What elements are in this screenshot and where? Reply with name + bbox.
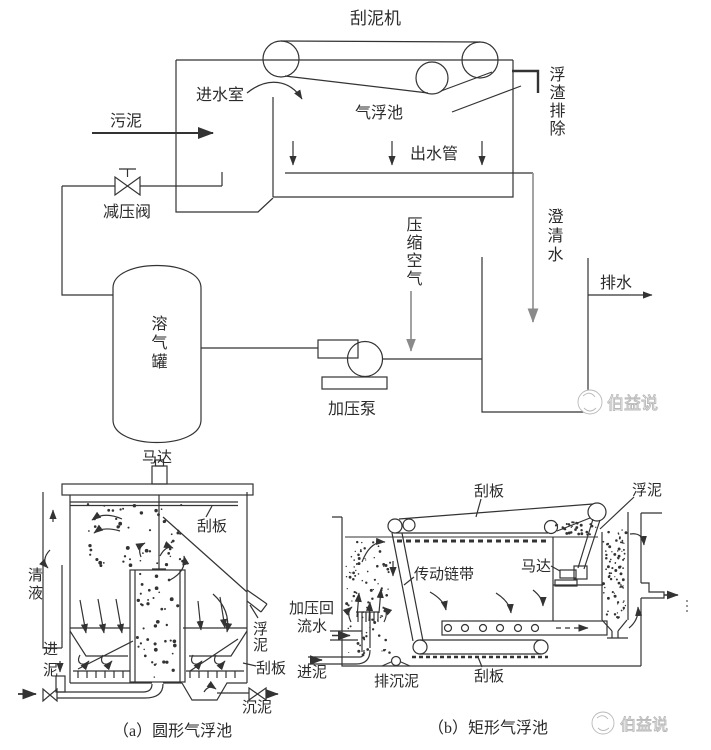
label-flotation-tank: 气浮池: [355, 104, 403, 122]
label-a-settled-sludge: 沉泥: [242, 699, 272, 716]
caption-rectangular-tank: （b）矩形气浮池: [428, 719, 548, 737]
label-pressure-reducing-valve: 减压阀: [103, 203, 151, 221]
watermark-brand-text: 伯益说: [620, 716, 668, 734]
label-a-bottom-scraper: 刮板: [256, 659, 286, 677]
dissolved-air-tank-shape: [112, 265, 202, 443]
label-clarified-water: 澄清水: [545, 208, 564, 265]
tank-b-inlet-stipple: [345, 540, 392, 657]
watermark-brand-text: 伯益说: [607, 394, 658, 413]
label-b-top-scraper: 刮板: [474, 482, 504, 500]
tank-b-surface-stipple: [554, 521, 597, 536]
inlet-chamber-flow-arrow: [246, 81, 303, 100]
watermark-middle: 伯益说: [577, 389, 658, 415]
tank-a-flow-arrows: [18, 509, 279, 700]
tank-b-scum-column-stipple: [602, 529, 628, 619]
tank-a-column-bubbles: [135, 572, 180, 678]
label-scraper-machine: 刮泥机: [350, 9, 401, 28]
label-sludge: 污泥: [110, 112, 142, 130]
tank-b-label-pointers: [403, 496, 635, 668]
tank-b-structure: [308, 502, 665, 667]
tank-a-bubble-spray: [86, 503, 184, 568]
label-inlet-chamber: 进水室: [196, 86, 244, 104]
label-b-settled-sludge-drain: 排沉泥: [374, 673, 419, 690]
label-compressed-air: 压缩空气: [404, 216, 423, 288]
recycle-pipe: [61, 186, 113, 296]
pressure-pump-symbol: [201, 339, 482, 390]
watermark-bottom: 伯益说: [591, 711, 668, 735]
label-drainage: 排水: [600, 274, 632, 292]
clarified-water-tank: [481, 257, 589, 413]
settling-arrows: [289, 141, 486, 166]
tank-a-valves: [42, 686, 267, 703]
tank-b-flow-arrows: [310, 533, 679, 665]
label-b-pressurized-return-2: 流水: [297, 618, 327, 635]
label-a-top-scraper: 刮板: [197, 517, 227, 535]
label-scum-removal: 浮渣排除: [547, 66, 566, 138]
label-b-sludge-inlet: 进泥: [297, 664, 327, 681]
label-a-floating-sludge: 浮泥: [251, 621, 268, 653]
caption-circular-tank: （a）圆形气浮池: [113, 722, 232, 740]
label-a-motor: 马达: [142, 449, 172, 466]
tank-a-label-pointers: [205, 505, 259, 667]
label-b-bottom-scraper: 刮板: [474, 667, 504, 685]
labels: 刮泥机 进水室 污泥 气浮池 出水管 减压阀 排水 加压泵 浮渣排除 澄清水 压…: [26, 9, 662, 740]
label-b-motor: 马达: [521, 558, 551, 575]
rectangular-flotation-tank-drawing: [308, 496, 688, 668]
pressure-reducing-valve: [62, 168, 222, 197]
label-b-pressurized-return-1: 加压回: [289, 600, 334, 617]
label-b-drive-chain: 传动链带: [414, 566, 474, 583]
scraper-belt: [262, 40, 499, 95]
label-a-sludge-inlet: 进泥: [41, 641, 58, 683]
circular-flotation-tank-drawing: [18, 459, 279, 703]
scum-removal-outlet: [451, 69, 540, 113]
label-outlet-pipe: 出水管: [410, 145, 458, 163]
label-dissolved-air-tank: 溶气罐: [149, 315, 168, 372]
label-pressure-pump: 加压泵: [328, 400, 376, 418]
label-b-floating-sludge: 浮泥: [632, 482, 662, 499]
label-a-clear-liquid: 清液: [26, 567, 43, 603]
process-flow-diagram: [61, 40, 653, 443]
tank-a-structure: [42, 459, 268, 701]
flotation-tank-outline: [175, 59, 514, 213]
